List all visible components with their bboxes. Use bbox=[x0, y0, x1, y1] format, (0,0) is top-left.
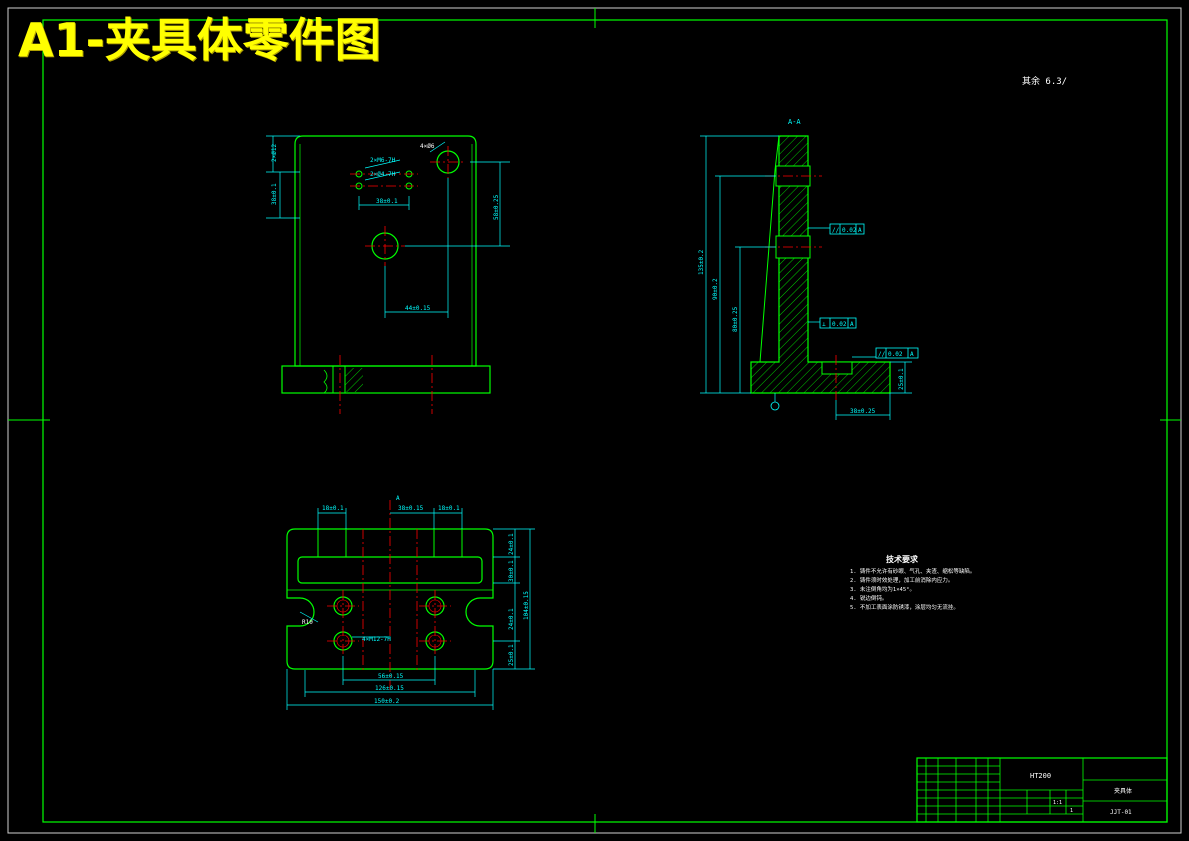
dim-h2: 90±0.2 bbox=[712, 278, 719, 300]
tb-drawing-no: JJT-01 bbox=[1110, 809, 1132, 816]
top-view: A 18±0.1 38±0.15 18±0.1 4×M12-7H 56±0.15… bbox=[286, 495, 535, 710]
sheet-border bbox=[7, 7, 1182, 834]
dim-radius: R10 bbox=[302, 619, 313, 626]
tol-1-symbol: // bbox=[832, 227, 840, 234]
dim-right-v: 58±0.25 bbox=[493, 194, 500, 220]
datum-a-symbol bbox=[770, 401, 780, 411]
dim-top-left-v: 2×Ø12 bbox=[271, 144, 278, 162]
section-hatch-body bbox=[750, 135, 891, 394]
surface-note: 其余 6.3/ bbox=[1022, 75, 1067, 87]
dim-rv4: 25±0.1 bbox=[508, 644, 515, 666]
tb-material: HT200 bbox=[1030, 772, 1051, 780]
dim-right-v-section: 25±0.1 bbox=[898, 368, 905, 390]
dim-d3: 18±0.1 bbox=[438, 505, 460, 512]
page-title: A1-夹具体零件图 bbox=[18, 13, 381, 67]
dim-holes-b: 2×Ø4-7H bbox=[370, 171, 396, 178]
top-outline bbox=[286, 528, 494, 670]
tolerance-frame-1: // 0.02 A bbox=[829, 223, 865, 235]
front-view: 2×Ø12 38±0.1 2×M6-7H 2×Ø4-7H 38±0.1 58±0… bbox=[266, 135, 510, 414]
tol-1-datum: A bbox=[858, 227, 862, 234]
dim-bottom-h: 44±0.15 bbox=[405, 305, 431, 312]
tb-qty: 1 bbox=[1070, 808, 1073, 814]
tech-requirements: 技术要求 1. 铸件不允许有砂眼、气孔、夹渣、缩松等缺陷。 2. 铸件须时效处理… bbox=[850, 554, 975, 611]
top-view-label: A bbox=[396, 495, 400, 502]
dim-corner: 4×Ø6 bbox=[420, 143, 435, 150]
dim-h2-top: 126±0.15 bbox=[375, 685, 404, 692]
tolerance-frame-2: ⊥ 0.02 A bbox=[819, 317, 857, 329]
front-base bbox=[281, 365, 491, 394]
tech-req-item-4: 4. 锐边倒钝。 bbox=[850, 594, 887, 602]
tolerance-frame-3: // 0.02 A bbox=[875, 347, 919, 359]
tech-req-item-1: 1. 铸件不允许有砂眼、气孔、夹渣、缩松等缺陷。 bbox=[850, 567, 975, 575]
dim-horiz-38: 38±0.1 bbox=[376, 198, 398, 205]
dim-d2: 38±0.15 bbox=[398, 505, 424, 512]
tb-scale: 1:1 bbox=[1053, 800, 1062, 806]
drawing-frame bbox=[42, 19, 1168, 823]
tol-1-value: 0.02 bbox=[842, 227, 857, 234]
tol-3-value: 0.02 bbox=[888, 351, 903, 358]
dim-bottom-h-section: 38±0.25 bbox=[850, 408, 876, 415]
dim-total-h: 135±0.2 bbox=[698, 249, 705, 275]
tb-part-name: 夹具体 bbox=[1114, 787, 1132, 795]
dim-h3: 80±0.25 bbox=[732, 306, 739, 332]
tech-req-item-3: 3. 未注倒角均为1×45°。 bbox=[850, 585, 915, 593]
title-block bbox=[916, 757, 1168, 823]
tol-3-datum: A bbox=[910, 351, 914, 358]
section-view: A-A bbox=[698, 118, 919, 420]
dim-rv1: 24±0.1 bbox=[508, 533, 515, 555]
dim-holes: 4×M12-7H bbox=[362, 636, 391, 643]
tol-2-value: 0.02 bbox=[832, 321, 847, 328]
centering-marks bbox=[8, 8, 1181, 833]
dim-holes-a: 2×M6-7H bbox=[370, 157, 396, 164]
tech-req-item-2: 2. 铸件须时效处理，加工前消除内应力。 bbox=[850, 576, 953, 584]
tech-req-item-5: 5. 不加工表面涂防锈漆，涂层均匀无流挂。 bbox=[850, 603, 959, 611]
tol-3-symbol: // bbox=[878, 351, 886, 358]
tol-2-symbol: ⊥ bbox=[822, 321, 826, 328]
tech-req-title: 技术要求 bbox=[886, 554, 919, 564]
tol-2-datum: A bbox=[850, 321, 854, 328]
dim-rv2: 30±0.1 bbox=[508, 560, 515, 582]
dim-rv-total: 104±0.15 bbox=[523, 591, 530, 620]
dim-rv3: 24±0.1 bbox=[508, 608, 515, 630]
dim-h3-top: 150±0.2 bbox=[374, 698, 400, 705]
section-label: A-A bbox=[788, 118, 801, 126]
dim-d1: 18±0.1 bbox=[322, 505, 344, 512]
dim-left-v: 38±0.1 bbox=[271, 183, 278, 205]
dim-h1: 56±0.15 bbox=[378, 673, 404, 680]
